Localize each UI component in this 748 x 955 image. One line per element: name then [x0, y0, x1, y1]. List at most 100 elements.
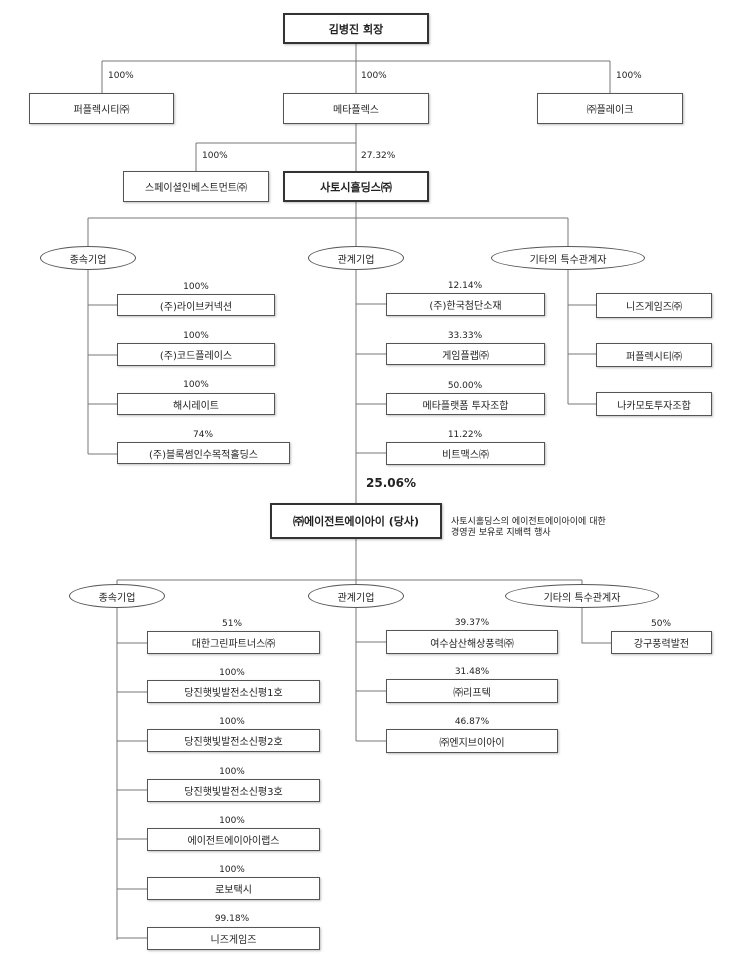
group-label: 관계기업: [337, 592, 375, 604]
group-ellipse: 기타의 특수관계자: [491, 246, 645, 270]
company-box: (주)라이브커넥션: [117, 294, 275, 316]
company-label: 해시레이트: [173, 400, 219, 412]
company-label: 퍼플렉시티㈜: [73, 105, 130, 116]
company-label: 에이전트에이아이랩스: [187, 836, 280, 847]
company-label: 니즈게임즈㈜: [626, 302, 682, 313]
company-box: 해시레이트: [117, 393, 275, 415]
pct-label: 100%: [219, 767, 245, 777]
company-label: 여수삼산해상풍력㈜: [430, 638, 514, 650]
pct-label: 25.06%: [366, 476, 416, 490]
group-ellipse: 관계기업: [308, 584, 404, 608]
pct-label: 99.18%: [214, 914, 250, 924]
company-label: 로보택시: [215, 885, 252, 896]
group-ellipse: 종속기업: [40, 246, 136, 270]
company-label: 사토시홀딩스㈜: [320, 180, 392, 194]
company-label: (주)코드플레이스: [159, 351, 233, 362]
company-box: 메타플렉스: [283, 93, 429, 124]
company-label: 당진햇빛발전소신평1호: [184, 688, 283, 699]
pct-label: 33.33%: [447, 331, 483, 341]
company-box: ㈜엔지브이아이: [386, 729, 558, 753]
company-main-box: ㈜에이전트에이아이 (당사): [270, 503, 442, 539]
company-box: 대한그린파트너스㈜: [147, 631, 320, 654]
company-label: ㈜리프텍: [453, 687, 491, 699]
company-box: 나카모토투자조합: [596, 392, 712, 416]
company-box: 스페이셜인베스트먼트㈜: [123, 171, 269, 202]
group-label: 종속기업: [98, 592, 136, 604]
pct-label: 100%: [183, 331, 209, 341]
company-box: 게임플랩㈜: [386, 343, 545, 365]
pct-label: 100%: [219, 816, 245, 826]
group-label: 기타의 특수관계자: [529, 254, 607, 266]
company-box: 퍼플렉시티㈜: [29, 93, 174, 124]
company-label: 니즈게임즈: [210, 935, 257, 946]
group-ellipse: 관계기업: [308, 246, 404, 270]
group-ellipse: 기타의 특수관계자: [505, 584, 659, 608]
pct-label: 31.48%: [454, 667, 490, 677]
chairman-box: 김병진 회장: [283, 13, 429, 44]
company-label: 대한그린파트너스㈜: [191, 639, 276, 650]
company-box: (주)블록썸인수목적홀딩스: [117, 442, 290, 464]
note-line: 경영권 보유로 지배력 행사: [451, 528, 551, 538]
pct-label: 100%: [219, 865, 245, 875]
control-note: 사토시홀딩스의 에이전트에이아이에 대한 경영권 보유로 지배력 행사: [451, 517, 606, 539]
company-label: 나카모토투자조합: [617, 400, 691, 412]
company-box: 퍼플렉시티㈜: [596, 343, 712, 367]
company-box: 강구풍력발전: [611, 631, 712, 654]
company-box: (주)한국첨단소재: [386, 293, 545, 316]
group-label: 기타의 특수관계자: [543, 592, 621, 604]
company-label: (주)블록썸인수목적홀딩스: [148, 449, 258, 461]
pct-label: 100%: [219, 717, 245, 727]
group-label: 종속기업: [69, 254, 107, 266]
company-box: 로보택시: [147, 877, 320, 900]
company-label: 퍼플렉시티㈜: [626, 351, 682, 363]
company-label: 메타플렉스: [333, 105, 379, 116]
company-label: 메타플랫폼 투자조합: [422, 400, 509, 412]
group-label: 관계기업: [337, 254, 375, 266]
company-label: 당진햇빛발전소신평3호: [184, 787, 283, 798]
company-label: 비트맥스㈜: [442, 450, 489, 461]
company-box: 에이전트에이아이랩스: [147, 828, 320, 851]
pct-label: 50.00%: [447, 381, 483, 391]
pct-label: 51%: [221, 619, 243, 629]
company-box: ㈜플레이크: [537, 93, 683, 124]
pct-label: 12.14%: [447, 281, 483, 291]
company-label: ㈜플레이크: [586, 105, 634, 116]
company-label: ㈜엔지브이아이: [439, 737, 505, 749]
pct-label: 11.22%: [447, 430, 483, 440]
pct-label: 100%: [183, 380, 209, 390]
company-label: 게임플랩㈜: [442, 350, 489, 362]
company-box: 당진햇빛발전소신평2호: [147, 729, 320, 752]
pct-label: 100%: [219, 668, 245, 678]
company-box: 니즈게임즈㈜: [596, 293, 712, 318]
pct-label: 100%: [616, 71, 642, 81]
company-label: 강구풍력발전: [633, 639, 690, 650]
satoshi-box: 사토시홀딩스㈜: [283, 171, 429, 202]
company-label: (주)라이브커넥션: [159, 301, 233, 313]
company-label: 당진햇빛발전소신평2호: [184, 737, 283, 748]
company-box: 메타플랫폼 투자조합: [386, 393, 545, 415]
company-label: ㈜에이전트에이아이 (당사): [292, 515, 420, 528]
company-box: 니즈게임즈: [147, 927, 320, 950]
pct-label: 100%: [183, 282, 209, 292]
company-box: 여수삼산해상풍력㈜: [386, 630, 558, 654]
pct-label: 39.37%: [454, 618, 490, 628]
company-box: (주)코드플레이스: [117, 343, 275, 366]
pct-label: 50%: [650, 619, 672, 629]
group-ellipse: 종속기업: [69, 584, 165, 608]
chairman-label: 김병진 회장: [328, 22, 384, 36]
pct-label: 100%: [108, 71, 134, 81]
note-line: 사토시홀딩스의 에이전트에이아이에 대한: [451, 517, 606, 527]
company-box: 당진햇빛발전소신평1호: [147, 680, 320, 703]
pct-label: 27.32%: [361, 151, 396, 161]
pct-label: 46.87%: [454, 717, 490, 727]
company-box: ㈜리프텍: [386, 679, 558, 703]
pct-label: 100%: [202, 151, 228, 161]
company-label: (주)한국첨단소재: [429, 301, 502, 312]
pct-label: 74%: [192, 430, 214, 440]
company-box: 비트맥스㈜: [386, 442, 545, 465]
company-box: 당진햇빛발전소신평3호: [147, 779, 320, 802]
company-label: 스페이셜인베스트먼트㈜: [145, 183, 247, 194]
pct-label: 100%: [361, 71, 387, 81]
